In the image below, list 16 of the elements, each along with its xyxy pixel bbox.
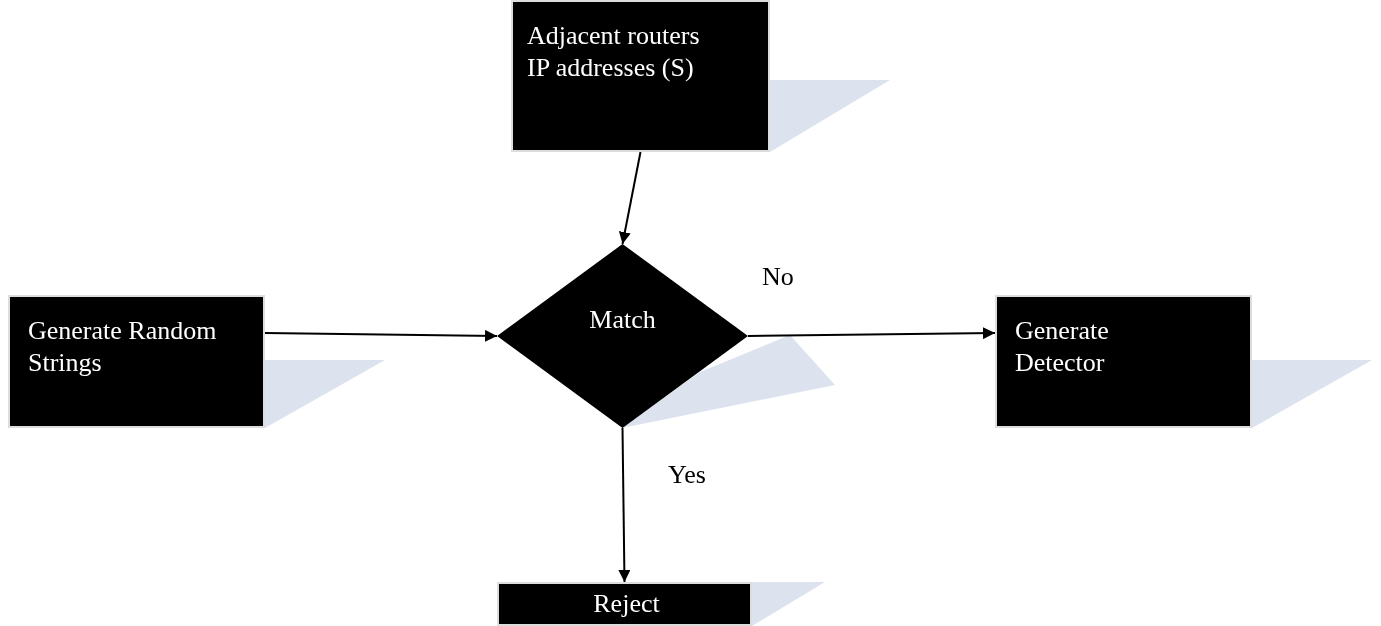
- decision-diamond: [497, 244, 748, 428]
- arrow: [618, 427, 631, 583]
- process-box: [995, 295, 1252, 428]
- node-label: Match: [588, 304, 657, 336]
- node-label: Adjacent routers IP addresses (S): [527, 20, 701, 84]
- node-label: Reject: [592, 588, 661, 620]
- process-box: [511, 0, 770, 152]
- edge-label: Yes: [668, 460, 706, 490]
- node-label: Generate Random Strings: [28, 315, 218, 379]
- process-box: [497, 582, 752, 626]
- arrow: [747, 327, 996, 340]
- arrow: [618, 151, 642, 245]
- arrow: [264, 329, 498, 342]
- node-label: Generate Detector: [1015, 315, 1110, 379]
- process-box: [8, 295, 265, 428]
- edge-label: No: [762, 262, 794, 292]
